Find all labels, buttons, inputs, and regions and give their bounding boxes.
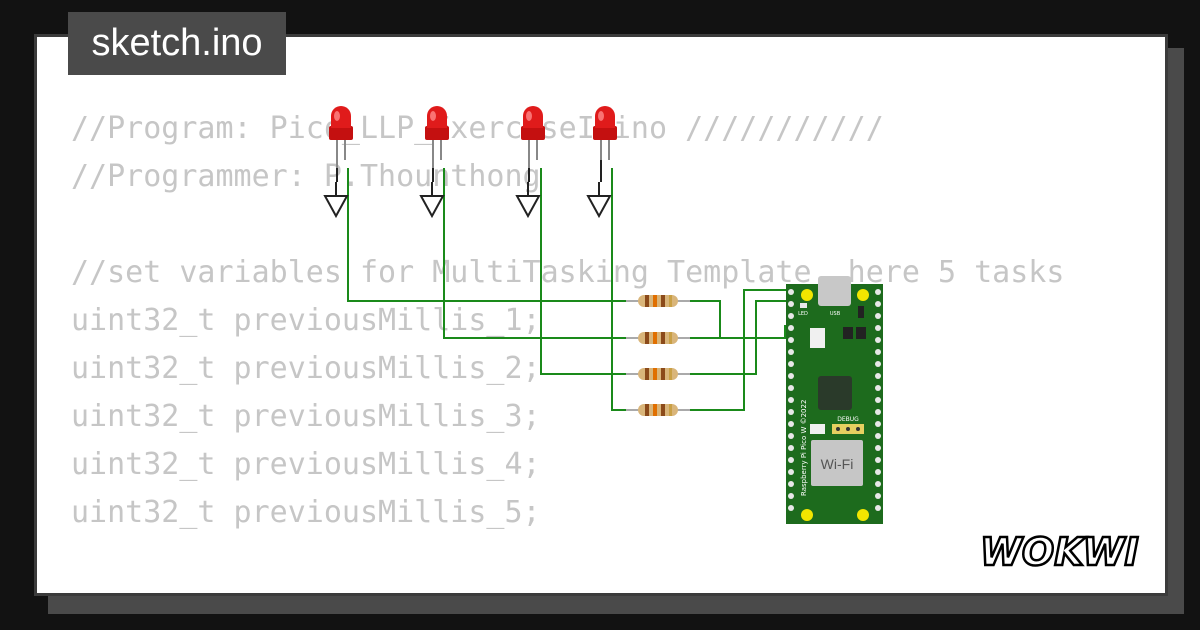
wire-1 [347, 168, 630, 302]
led-2[interactable] [424, 105, 450, 169]
usb-label: USB [830, 311, 841, 317]
logo-text: WOKWI [980, 530, 1139, 574]
board-model-label: Raspberry Pi Pico W ©2022 [800, 400, 808, 496]
wire-6 [686, 325, 797, 339]
file-tab[interactable]: sketch.ino [68, 12, 286, 75]
ground-icon [420, 181, 444, 217]
code-line: uint32_t previousMillis_4; [71, 447, 541, 482]
led-4[interactable] [592, 105, 618, 169]
resistor-4[interactable] [625, 403, 691, 417]
wire-3 [540, 168, 630, 375]
resistor-3[interactable] [625, 367, 691, 381]
wires [347, 168, 797, 411]
wokwi-logo: WOKWI [979, 529, 1140, 576]
code-line: uint32_t previousMillis_1; [71, 303, 541, 338]
ground-icon [516, 181, 540, 217]
wire-4 [611, 168, 630, 411]
led-3[interactable] [520, 105, 546, 169]
code-line: //... = 1000 - 1 second [71, 585, 1064, 593]
wire-7 [686, 300, 797, 375]
debug-label: DEBUG [837, 416, 859, 423]
ground-icon [324, 181, 348, 217]
code-line: uint32_t previousMillis_2; [71, 351, 541, 386]
led-label: LED [798, 311, 808, 317]
led-1[interactable] [328, 105, 354, 169]
resistor-1[interactable] [625, 294, 691, 308]
wire-5 [686, 300, 795, 339]
code-line: uint32_t previousMillis_5; [71, 495, 541, 530]
wifi-label: Wi-Fi [821, 456, 854, 472]
code-line: uint32_t previousMillis_3; [71, 399, 541, 434]
ground-icon [587, 181, 611, 217]
wire-8 [686, 289, 797, 411]
pico-w-board[interactable]: LED USB Raspberry Pi Pico W ©2022 DEBUG … [786, 276, 883, 524]
resistor-2[interactable] [625, 331, 691, 345]
wire-2 [443, 168, 630, 339]
